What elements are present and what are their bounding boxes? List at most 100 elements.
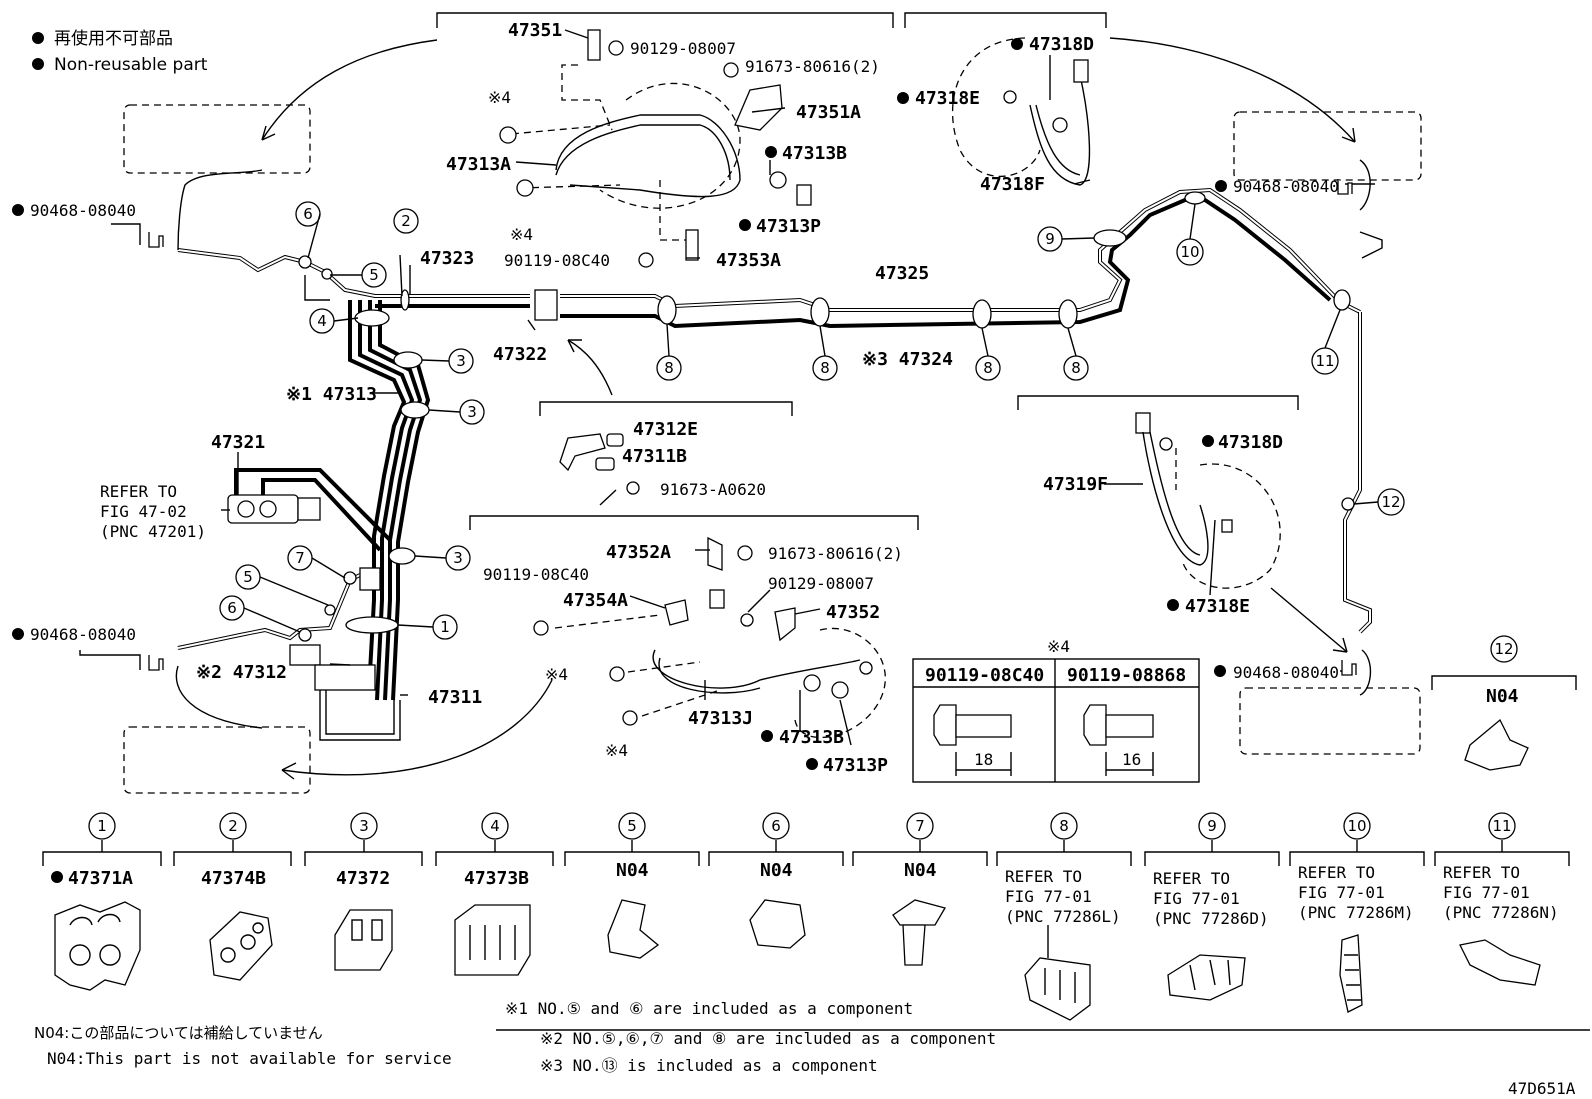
svg-text:4: 4 [317,312,327,330]
clip-n04-7-icon [892,899,946,966]
clip-47371A-icon [54,901,141,991]
label-47322: 47322 [493,344,547,365]
label-47313P-bot: 47313P [823,755,888,776]
label-47313J: 47313J [688,708,753,729]
refer-8-line2: FIG 77-01 [1005,887,1092,906]
label-90468-left-bot: 90468-08040 [30,625,136,644]
label-47318D-mid: 47318D [1218,432,1283,453]
label-47313P-top: 47313P [756,216,821,237]
refer-8-line3: (PNC 77286L) [1005,907,1121,926]
bottom-part-num: 3 [359,817,369,835]
label-90119-08C40-top: 90119-08C40 [504,251,610,270]
svg-text:12: 12 [1381,493,1400,511]
clamp-77286L-icon [1024,925,1091,1021]
label-91673-80616-top: 91673-80616(2) [745,57,880,76]
label-91673-A0620: 91673-A0620 [660,480,766,499]
part-12-n04: N04 [1431,675,1577,771]
label-90468-right-bot: 90468-08040 [1233,663,1339,682]
label-47313B-bot: 47313B [779,727,844,748]
refer-11-line1: REFER TO [1443,863,1520,882]
refer-main-3: (PNC 47201) [100,522,206,541]
bottom-part-num: 11 [1492,817,1511,835]
svg-text:6: 6 [303,205,313,223]
label-90468-left-top: 90468-08040 [30,201,136,220]
pipe-union-connector [534,289,558,321]
bottom-part-num: 1 [97,817,107,835]
location-box-rear-right [1239,687,1421,755]
bottom-part-num: 7 [915,817,925,835]
bottom-parts-row: 1 2 3 4 5 6 7 8 9 10 11 47371A 47374B 47… [42,812,1570,1021]
nonreusable-markers [12,38,1227,883]
clip-47373B-icon [454,904,531,976]
arrow-front-left [261,39,438,141]
bottom-part-num: 10 [1347,817,1366,835]
label-47352A: 47352A [606,542,671,563]
bottom-part-num: 2 [228,817,238,835]
refer-main-1: REFER TO [100,482,177,501]
svg-text:8: 8 [983,359,993,377]
label-47324: ※3 47324 [862,349,953,370]
location-box-front-right [1233,111,1422,181]
label-47313B-top: 47313B [782,143,847,164]
bottom-part-name-6: N04 [760,860,793,881]
legend-jp: 再使用不可部品 [54,28,173,49]
location-box-rear-left [123,726,311,794]
bottom-part-num: 5 [627,817,637,835]
label-47353A: 47353A [716,250,781,271]
footnotes: ※1 NO.⑤ and ⑥ are included as a componen… [34,999,1590,1098]
clamp-77286D-icon [1167,954,1246,1001]
nonreusable-dot-icon [32,32,44,44]
label-47312E: 47312E [633,419,698,440]
rear-hose-top-right [952,37,1091,186]
clip-47374B-icon [209,911,273,981]
refer-9-line3: (PNC 77286D) [1153,909,1269,928]
refer-11-line3: (PNC 77286N) [1443,903,1559,922]
rear-hose-right [1017,395,1299,589]
bolt-table-col1: 90119-08C40 [925,665,1044,686]
bottom-part-name-1: 47371A [68,868,133,889]
label-47321: 47321 [211,432,265,453]
legend: 再使用不可部品 Non-reusable part [32,28,208,75]
bolt-table-title: ※4 [1047,637,1070,656]
label-47318F: 47318F [980,174,1045,195]
clip-90468-icon [1337,179,1353,195]
bottom-part-name-7: N04 [904,860,937,881]
svg-text:5: 5 [243,568,253,586]
label-47313A: 47313A [446,154,511,175]
refer-10-line2: FIG 77-01 [1298,883,1385,902]
clip-n04-5-icon [607,899,660,959]
label-90129-08007-top: 90129-08007 [630,39,736,58]
refer-10-line1: REFER TO [1298,863,1375,882]
svg-text:2: 2 [401,212,411,230]
bottom-part-num: 8 [1059,817,1069,835]
label-47325: 47325 [875,263,929,284]
callout-circles: 6 2 5 4 3 3 3 7 5 6 1 8 8 8 8 9 10 11 12… [219,201,1518,663]
bottom-part-name-5: N04 [616,860,649,881]
pipe-clips [298,191,1355,642]
refer-11-line2: FIG 77-01 [1443,883,1530,902]
note-2: ※2 NO.⑤,⑥,⑦ and ⑧ are included as a comp… [540,1029,996,1048]
note-3: ※3 NO.⑬ is included as a component [540,1056,878,1075]
clip-90468-icon [1341,660,1357,676]
svg-text:9: 9 [1045,230,1055,248]
label-47323: 47323 [420,248,474,269]
bottom-part-name-2: 47374B [201,868,266,889]
note4-d: ※4 [605,741,628,760]
label-47318D-top: 47318D [1029,34,1094,55]
note-n04-en: N04:This part is not available for servi… [47,1049,452,1068]
svg-text:6: 6 [227,599,237,617]
clamp-77286N-icon [1459,939,1541,986]
svg-text:8: 8 [664,359,674,377]
label-47311B: 47311B [622,446,687,467]
label-90129-08007-mid: 90129-08007 [768,574,874,593]
label-47351A: 47351A [796,102,861,123]
bolt-shank-icon [955,714,1012,738]
refer-8-line1: REFER TO [1005,867,1082,886]
label-47352: 47352 [826,602,880,623]
label-47318E-mid: 47318E [1185,596,1250,617]
clip-n04-6-icon [749,899,806,949]
bolt-size-table: ※4 90119-08C40 90119-08868 18 16 [912,637,1200,783]
label-47354A: 47354A [563,590,628,611]
refer-main-2: FIG 47-02 [100,502,187,521]
svg-text:3: 3 [467,403,477,421]
